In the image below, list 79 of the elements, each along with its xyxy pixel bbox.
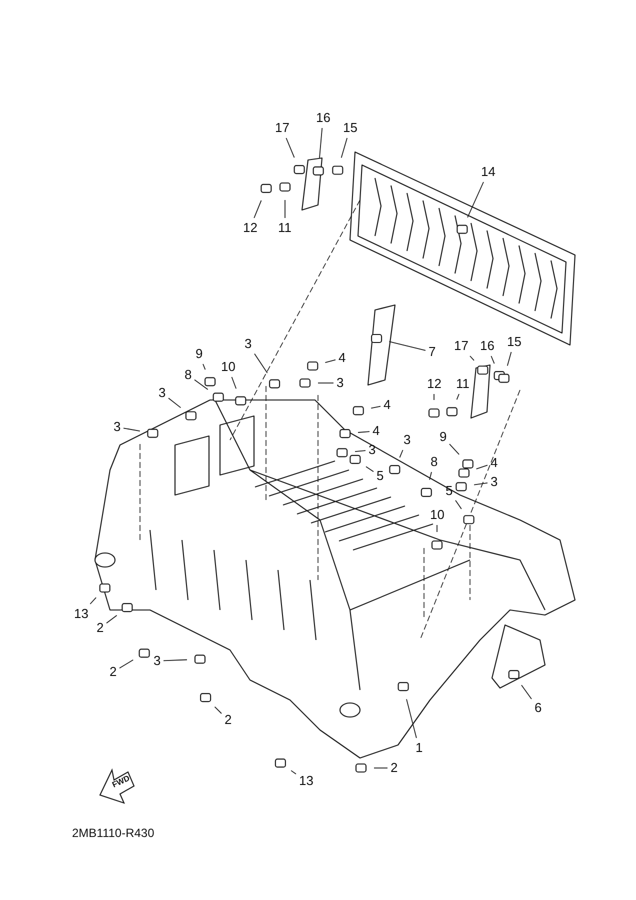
leader-line bbox=[467, 182, 484, 218]
callout-number: 10 bbox=[430, 508, 444, 522]
callout-number: 5 bbox=[376, 469, 384, 483]
leader-line bbox=[436, 524, 438, 532]
callout-number: 9 bbox=[440, 430, 447, 444]
leader-line bbox=[456, 394, 460, 400]
drawing-code: 2MB1110-R430 bbox=[72, 826, 154, 840]
leader-line bbox=[455, 500, 462, 510]
callout-number: 2 bbox=[224, 713, 232, 727]
leader-line bbox=[90, 597, 96, 604]
leader-line bbox=[366, 466, 374, 472]
callout-number: 7 bbox=[428, 345, 436, 359]
callout-number: 4 bbox=[372, 424, 380, 438]
callout-number: 16 bbox=[316, 111, 330, 125]
callout-number: 3 bbox=[154, 654, 161, 668]
callout-number: 13 bbox=[299, 774, 314, 788]
leader-line bbox=[318, 382, 334, 384]
callout-number: 4 bbox=[384, 398, 391, 412]
callout-number: 13 bbox=[74, 607, 88, 621]
callout-number: 17 bbox=[454, 339, 468, 353]
leader-line bbox=[202, 364, 206, 370]
leader-line bbox=[388, 341, 426, 351]
callout-number: 15 bbox=[343, 121, 358, 135]
leader-line bbox=[119, 659, 134, 669]
callout-number: 16 bbox=[480, 339, 494, 353]
callout-number: 9 bbox=[196, 347, 203, 361]
callout-number: 3 bbox=[158, 386, 166, 400]
leader-line bbox=[521, 684, 532, 700]
callout-number: 10 bbox=[221, 360, 236, 374]
callout-number: 17 bbox=[275, 121, 290, 135]
leader-line bbox=[406, 698, 417, 738]
callout-number: 3 bbox=[404, 433, 411, 447]
leader-line bbox=[284, 200, 286, 218]
leader-line bbox=[358, 431, 370, 433]
leader-line bbox=[214, 706, 222, 714]
leader-line bbox=[290, 770, 296, 774]
callout-number: 11 bbox=[278, 221, 292, 235]
leader-line bbox=[286, 138, 295, 158]
callout-number: 3 bbox=[336, 376, 344, 390]
callout-number: 3 bbox=[114, 420, 121, 434]
callout-number: 12 bbox=[243, 221, 258, 235]
callout-number: 2 bbox=[110, 665, 117, 679]
leader-line bbox=[399, 450, 404, 458]
callout-number: 15 bbox=[507, 335, 522, 349]
leader-line bbox=[106, 614, 118, 624]
leader-line bbox=[474, 482, 488, 486]
leader-line bbox=[168, 398, 182, 408]
callout-number: 4 bbox=[490, 456, 498, 470]
leader-line bbox=[340, 138, 348, 158]
leader-line bbox=[470, 356, 474, 361]
direction-label: FWD bbox=[110, 772, 132, 792]
callout-number: 2 bbox=[96, 621, 104, 635]
callout-number: 1 bbox=[416, 741, 423, 755]
leader-line bbox=[254, 353, 268, 374]
leader-line bbox=[449, 444, 460, 455]
leader-line bbox=[254, 200, 262, 218]
callout-number: 12 bbox=[427, 377, 442, 391]
leader-line bbox=[476, 464, 488, 470]
leader-line bbox=[429, 472, 432, 480]
leader-line bbox=[506, 352, 512, 366]
callout-number: 11 bbox=[456, 377, 470, 391]
leader-line bbox=[490, 356, 495, 364]
callout-number: 3 bbox=[368, 443, 376, 457]
leader-line bbox=[324, 359, 336, 364]
leader-line bbox=[194, 379, 208, 390]
leader-line bbox=[163, 659, 188, 662]
callout-number: 8 bbox=[430, 455, 438, 469]
callout-number: 3 bbox=[490, 475, 498, 489]
callout-number: 6 bbox=[534, 701, 542, 715]
callout-number: 2 bbox=[390, 761, 398, 775]
callout-number: 4 bbox=[338, 351, 346, 365]
callout-number: 8 bbox=[184, 368, 192, 382]
leader-line bbox=[123, 428, 140, 432]
leader-line bbox=[354, 450, 366, 452]
leader-line bbox=[370, 406, 381, 409]
callout-number: 14 bbox=[481, 165, 496, 179]
leader-line bbox=[319, 128, 323, 158]
leader-line bbox=[231, 376, 237, 390]
callout-number: 3 bbox=[244, 337, 252, 351]
